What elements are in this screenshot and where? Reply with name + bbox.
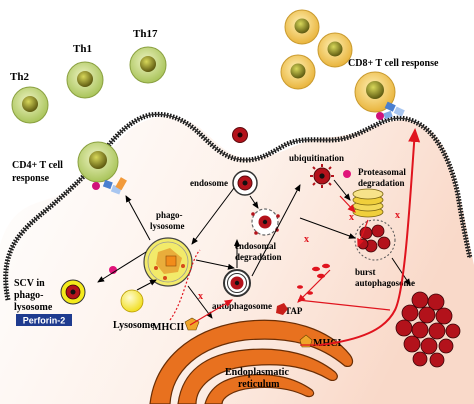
er-label-line1: Endoplasmatic bbox=[225, 367, 289, 378]
mhcii-tcr-complex-icon bbox=[92, 177, 127, 195]
cd4-response-label-line1: CD4+ T cell bbox=[12, 160, 63, 171]
phagolysosome-label-line2: lysosome bbox=[150, 221, 185, 231]
cd4-response-label-line2: response bbox=[12, 173, 50, 184]
proteasomal-label-line1: Proteasomal bbox=[358, 167, 406, 177]
proteasome-icon bbox=[352, 188, 384, 218]
th1-cell-icon bbox=[66, 61, 104, 99]
lysosome-icon bbox=[120, 289, 144, 313]
autophagosome-icon bbox=[223, 269, 251, 297]
endosomal-degradation-icon bbox=[251, 208, 280, 236]
antigen-peptide-icon bbox=[343, 170, 351, 178]
burst-autophagosome-label-line2: autophagosome bbox=[355, 278, 415, 288]
proteasomal-label-line2: degradation bbox=[358, 178, 405, 188]
perforin-label: Perforin-2 bbox=[23, 316, 66, 326]
antigen-peptide-icon bbox=[109, 266, 117, 274]
er-label-line2: reticulum bbox=[238, 379, 280, 390]
cd8-cell-icon bbox=[284, 9, 320, 45]
inhibit-mark: x bbox=[304, 234, 309, 245]
endosome-label: endosome bbox=[190, 178, 228, 188]
inhibit-mark: x bbox=[198, 291, 203, 302]
inhibit-mark: x bbox=[349, 212, 354, 223]
mhci-molecule-icon bbox=[299, 334, 313, 348]
mhcii-label: MHCII bbox=[152, 322, 184, 333]
perforin-badge bbox=[16, 314, 72, 326]
lysosome-label: Lysosome bbox=[113, 320, 155, 331]
cd8-cell-icon bbox=[280, 54, 316, 90]
ubiquitinated-bacterium-icon bbox=[310, 164, 334, 188]
ubiquitination-label: ubiquitination bbox=[289, 153, 344, 163]
mhci-tcr-complex-icon bbox=[376, 101, 405, 120]
bacterium-icon bbox=[232, 127, 248, 143]
inhibit-mark: x bbox=[395, 210, 400, 221]
cd4-cell-icon bbox=[77, 141, 119, 183]
th17-cell-icon bbox=[129, 46, 167, 84]
endosomal-degradation-label-line2: degradation bbox=[235, 252, 282, 262]
pathway-arrows-black bbox=[97, 179, 411, 319]
endosomal-degradation-label-line1: endosomal bbox=[235, 241, 277, 251]
tap-label: TAP bbox=[285, 306, 303, 316]
cd8-cell-icon bbox=[317, 32, 353, 68]
scv-label-line2: phago- bbox=[14, 290, 43, 301]
cd8-responding-cell-icon bbox=[354, 71, 396, 113]
scv-label-line3: lysosome bbox=[14, 302, 53, 313]
scv-phagolysosome-icon bbox=[60, 279, 86, 305]
bacterial-colony-icon bbox=[395, 291, 461, 368]
burst-autophagosome-label-line1: burst bbox=[355, 267, 376, 277]
pathway-arrows-red bbox=[169, 128, 421, 346]
scv-label-line1: SCV in bbox=[14, 278, 45, 289]
th2-cell-icon bbox=[11, 86, 49, 124]
cd8-response-label: CD8+ T cell response bbox=[348, 58, 439, 69]
phagolysosome-label-line1: phago- bbox=[156, 210, 183, 220]
endosome-icon bbox=[232, 170, 258, 196]
th2-label: Th2 bbox=[10, 71, 29, 83]
cell-membrane-outline bbox=[5, 113, 471, 301]
tap-icon bbox=[276, 303, 288, 315]
autophagosome-label: autophagosome bbox=[212, 301, 272, 311]
th17-label: Th17 bbox=[133, 28, 158, 40]
phagolysosome-icon bbox=[143, 237, 193, 287]
th1-label: Th1 bbox=[73, 43, 92, 55]
